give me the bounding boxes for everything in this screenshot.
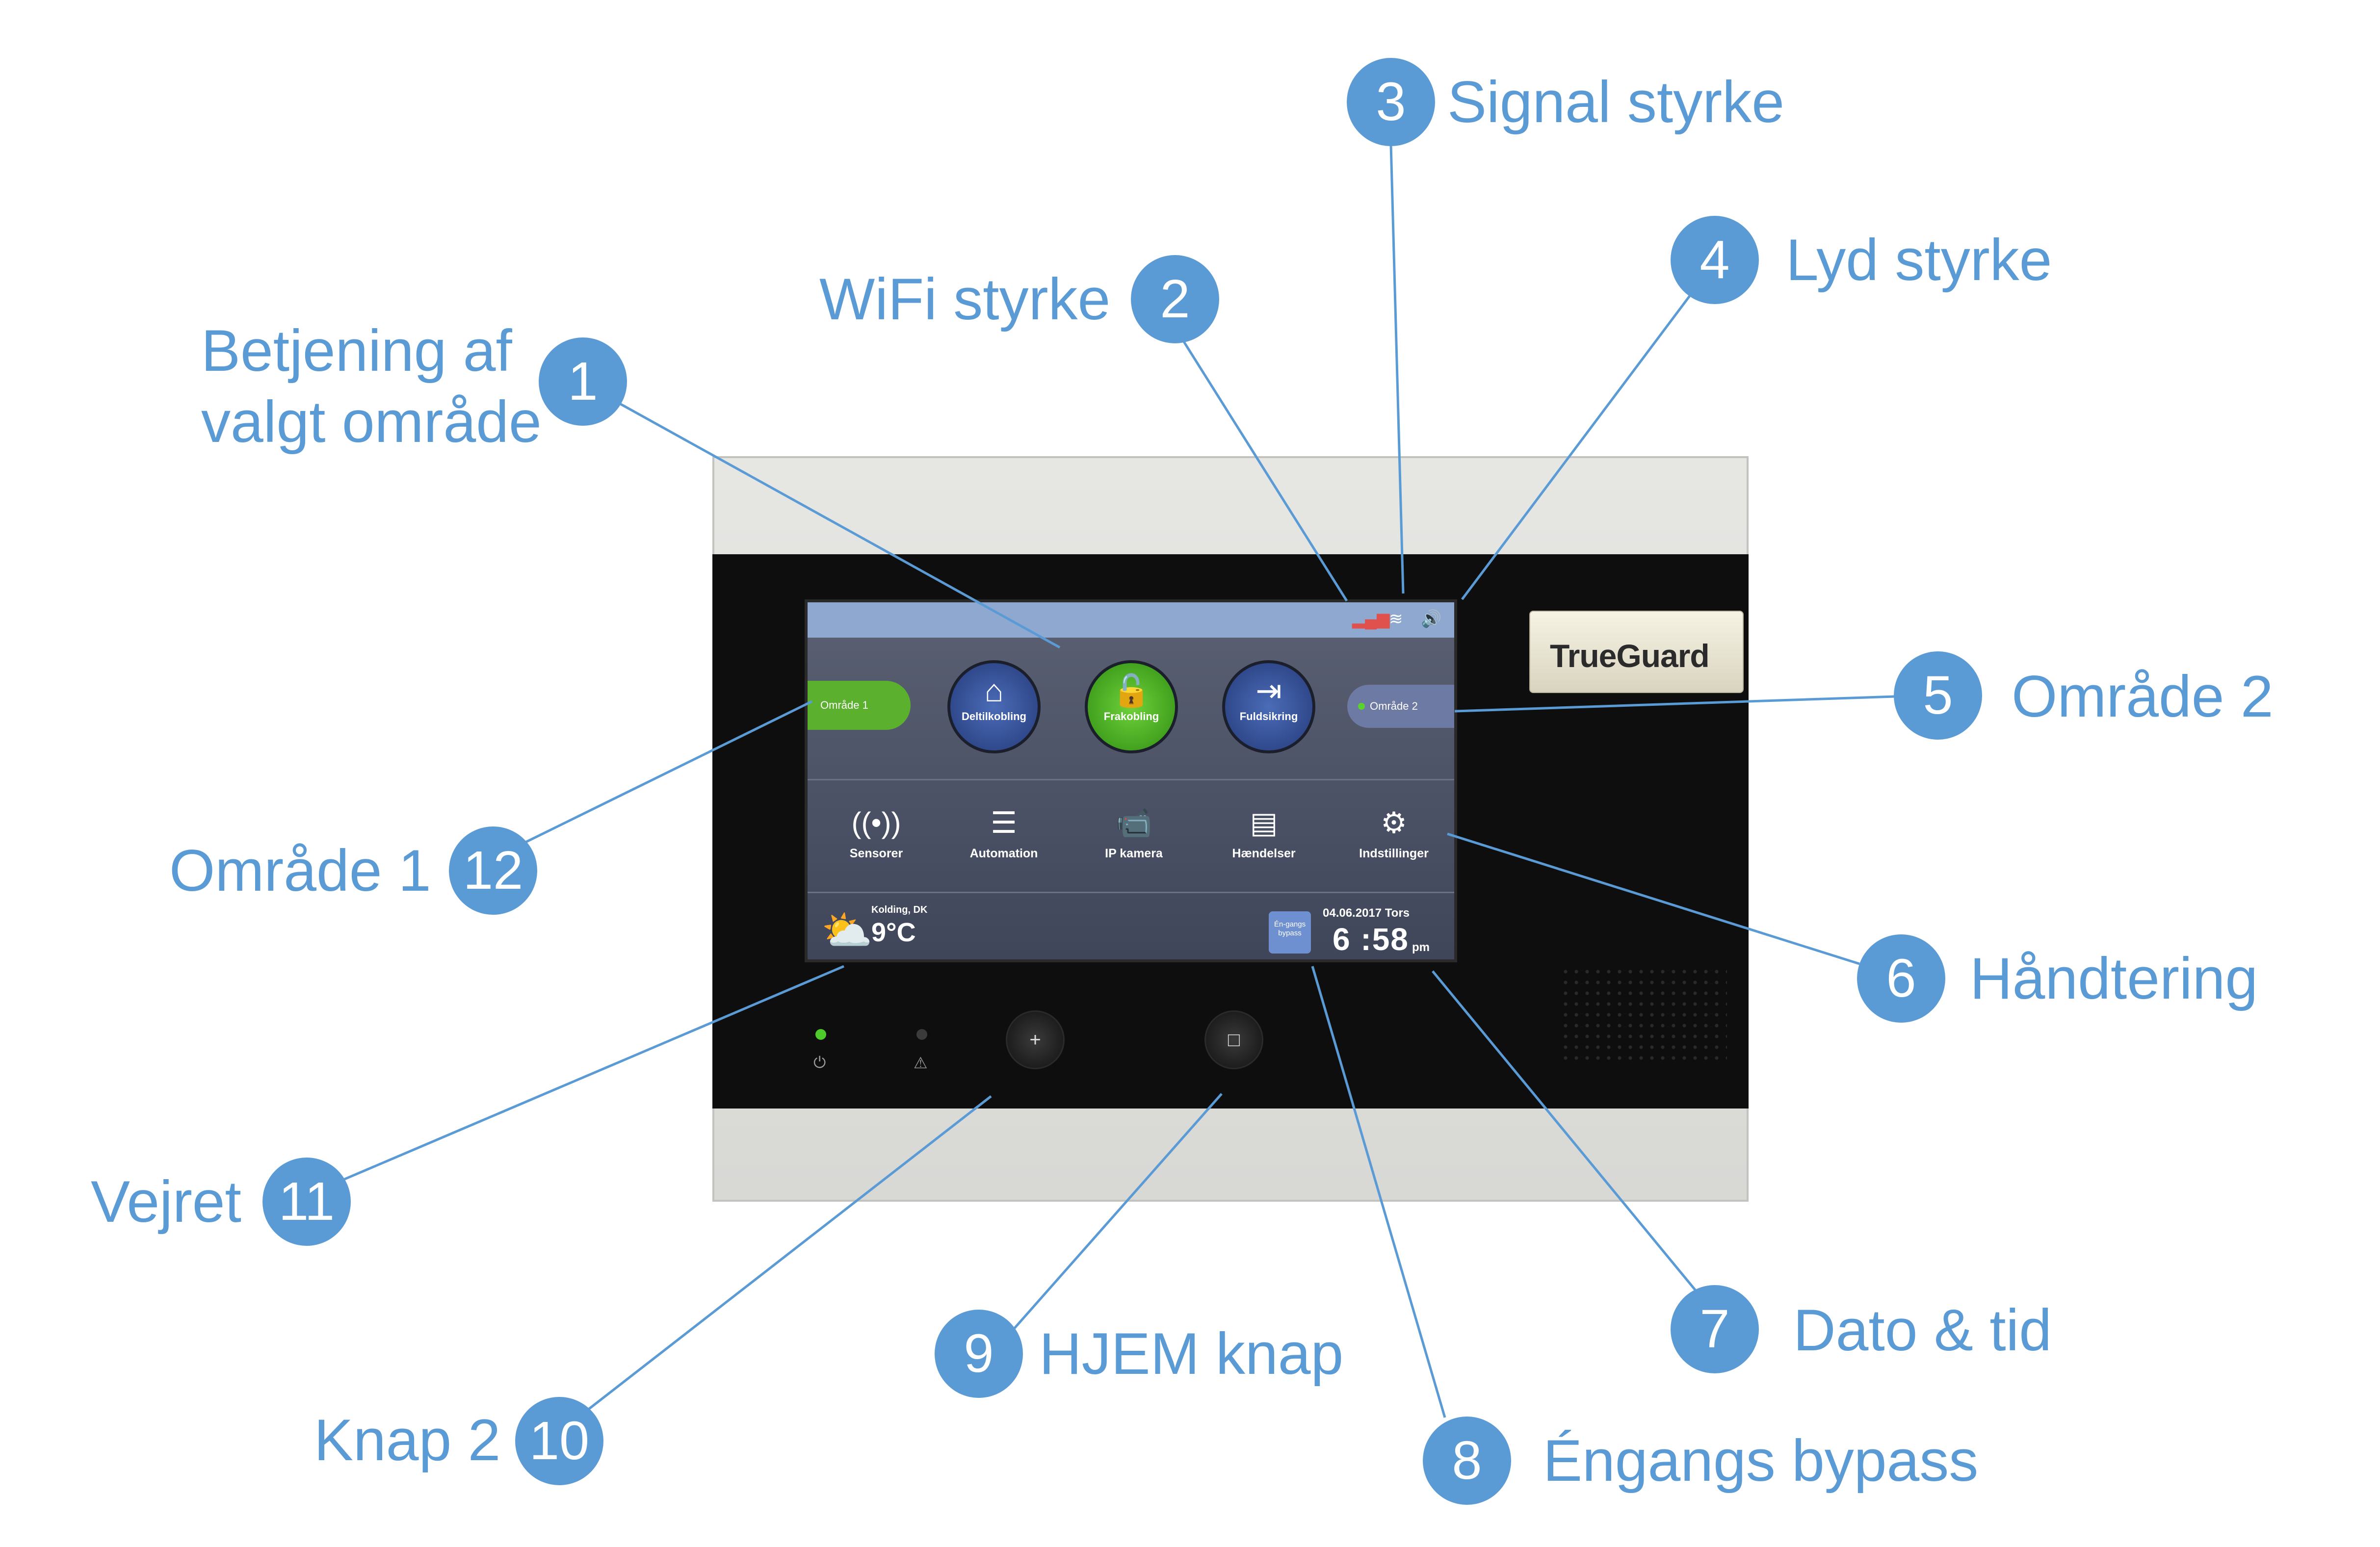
sliders-icon: ☰ xyxy=(991,806,1017,839)
tool-automation[interactable]: ☰ Automation xyxy=(955,803,1053,861)
mode-button-partial[interactable]: ⌂ Deltilkobling xyxy=(947,660,1041,753)
callout-label-4: Lyd styrke xyxy=(1786,227,2052,293)
leader-2 xyxy=(1174,327,1348,602)
zone-2-label: Område 2 xyxy=(1370,700,1418,712)
callout-badge-6: 6 xyxy=(1857,934,1945,1023)
callout-badge-4: 4 xyxy=(1671,216,1759,304)
weather-city: Kolding, DK xyxy=(871,904,928,915)
leader-11 xyxy=(343,965,844,1181)
power-led xyxy=(815,1029,826,1040)
leader-4 xyxy=(1461,284,1699,600)
speaker-icon: 🔊 xyxy=(1421,610,1442,628)
tool-sensors[interactable]: ((•)) Sensorer xyxy=(827,803,925,861)
brand-logo: TrueGuard xyxy=(1550,638,1710,674)
unlocked-padlock-icon: 🔓 xyxy=(1112,673,1151,708)
zone-status-dot xyxy=(1358,703,1365,710)
tool-label: Hændelser xyxy=(1232,847,1296,860)
callout-badge-11: 11 xyxy=(262,1158,351,1246)
tool-label: Automation xyxy=(969,847,1038,860)
mode-label: Fuldsikring xyxy=(1239,710,1298,722)
callout-label-6: Håndtering xyxy=(1970,946,2258,1011)
mode-label: Deltilkobling xyxy=(962,710,1026,722)
mode-button-disarm[interactable]: 🔓 Frakobling xyxy=(1085,660,1178,753)
knap-2-button[interactable]: + xyxy=(1006,1010,1065,1069)
callout-label-1-line2: valgt område xyxy=(201,389,542,455)
leader-9 xyxy=(997,1093,1223,1347)
divider xyxy=(808,779,1454,780)
brand-logo-plate: TrueGuard xyxy=(1529,611,1744,693)
tool-settings[interactable]: ⚙ Indstillinger xyxy=(1345,803,1443,861)
sun-cloud-icon: ⛅ xyxy=(821,907,873,954)
leader-1 xyxy=(616,401,1061,649)
bypass-button[interactable]: Én-gangs bypass xyxy=(1269,911,1311,954)
leader-8 xyxy=(1311,966,1446,1418)
callout-label-3: Signal styrke xyxy=(1447,69,1784,135)
callout-badge-3: 3 xyxy=(1347,58,1435,146)
divider xyxy=(808,892,1454,893)
callout-badge-2: 2 xyxy=(1131,255,1219,343)
callout-badge-7: 7 xyxy=(1671,1285,1759,1373)
tool-label: Sensorer xyxy=(849,847,903,860)
leader-12 xyxy=(517,700,813,848)
signal-icon: ▂▄▆ xyxy=(1352,610,1390,628)
camera-icon: 📹 xyxy=(1115,806,1152,839)
sensor-wave-icon: ((•)) xyxy=(851,806,901,839)
callout-label-7: Dato & tid xyxy=(1793,1297,2052,1363)
home-button[interactable]: □ xyxy=(1204,1010,1263,1069)
zone-1-button[interactable]: Område 1 xyxy=(808,681,911,730)
time-ampm: pm xyxy=(1412,941,1430,954)
weather-temperature: 9°C xyxy=(871,918,916,947)
status-bar: ▂▄▆ ≋ 🔊 xyxy=(808,602,1454,638)
callout-label-8: Éngangs bypass xyxy=(1543,1428,1979,1494)
speaker-grille xyxy=(1560,966,1727,1064)
power-icon: ⏻ xyxy=(813,1054,826,1071)
callout-label-1-line1: Betjening af xyxy=(201,318,512,384)
leader-7 xyxy=(1432,970,1708,1306)
callout-badge-12: 12 xyxy=(449,826,537,915)
gear-icon: ⚙ xyxy=(1381,806,1407,839)
leader-5 xyxy=(1454,695,1895,713)
callout-badge-5: 5 xyxy=(1894,651,1982,740)
door-exit-icon: ⇥ xyxy=(1255,673,1282,708)
touch-screen: ▂▄▆ ≋ 🔊 Område 1 ⌂ Deltilkobling 🔓 Frako… xyxy=(805,599,1457,962)
callout-badge-8: 8 xyxy=(1423,1417,1511,1505)
tool-ip-camera[interactable]: 📹 IP kamera xyxy=(1085,803,1183,861)
leader-10 xyxy=(571,1095,992,1423)
plus-icon: + xyxy=(1029,1029,1041,1051)
callout-label-2: WiFi styrke xyxy=(819,266,1111,332)
mode-button-full[interactable]: ⇥ Fuldsikring xyxy=(1222,660,1315,753)
home-square-icon: □ xyxy=(1228,1029,1240,1051)
zone-2-button[interactable]: Område 2 xyxy=(1347,685,1454,728)
callout-label-10: Knap 2 xyxy=(314,1407,501,1473)
callout-badge-1: 1 xyxy=(539,337,627,426)
tool-label: IP kamera xyxy=(1105,847,1163,860)
callout-badge-9: 9 xyxy=(935,1310,1023,1398)
callout-label-9: HJEM knap xyxy=(1039,1321,1344,1387)
warning-icon: ⚠ xyxy=(914,1054,928,1072)
mode-label: Frakobling xyxy=(1103,710,1159,722)
tool-events[interactable]: ▤ Hændelser xyxy=(1215,803,1313,861)
leader-3 xyxy=(1389,144,1405,594)
time-display: 6 :58 xyxy=(1333,922,1409,957)
house-icon: ⌂ xyxy=(984,673,1004,708)
wifi-icon: ≋ xyxy=(1389,610,1403,628)
alert-led xyxy=(916,1029,927,1040)
callout-label-12: Område 1 xyxy=(169,838,431,903)
leader-6 xyxy=(1447,832,1860,965)
callout-label-11: Vejret xyxy=(91,1169,241,1235)
tool-label: Indstillinger xyxy=(1359,847,1429,860)
date-display: 04.06.2017 Tors xyxy=(1323,906,1410,920)
callout-badge-10: 10 xyxy=(515,1397,603,1485)
list-icon: ▤ xyxy=(1250,806,1278,839)
callout-label-5: Område 2 xyxy=(2012,664,2274,729)
